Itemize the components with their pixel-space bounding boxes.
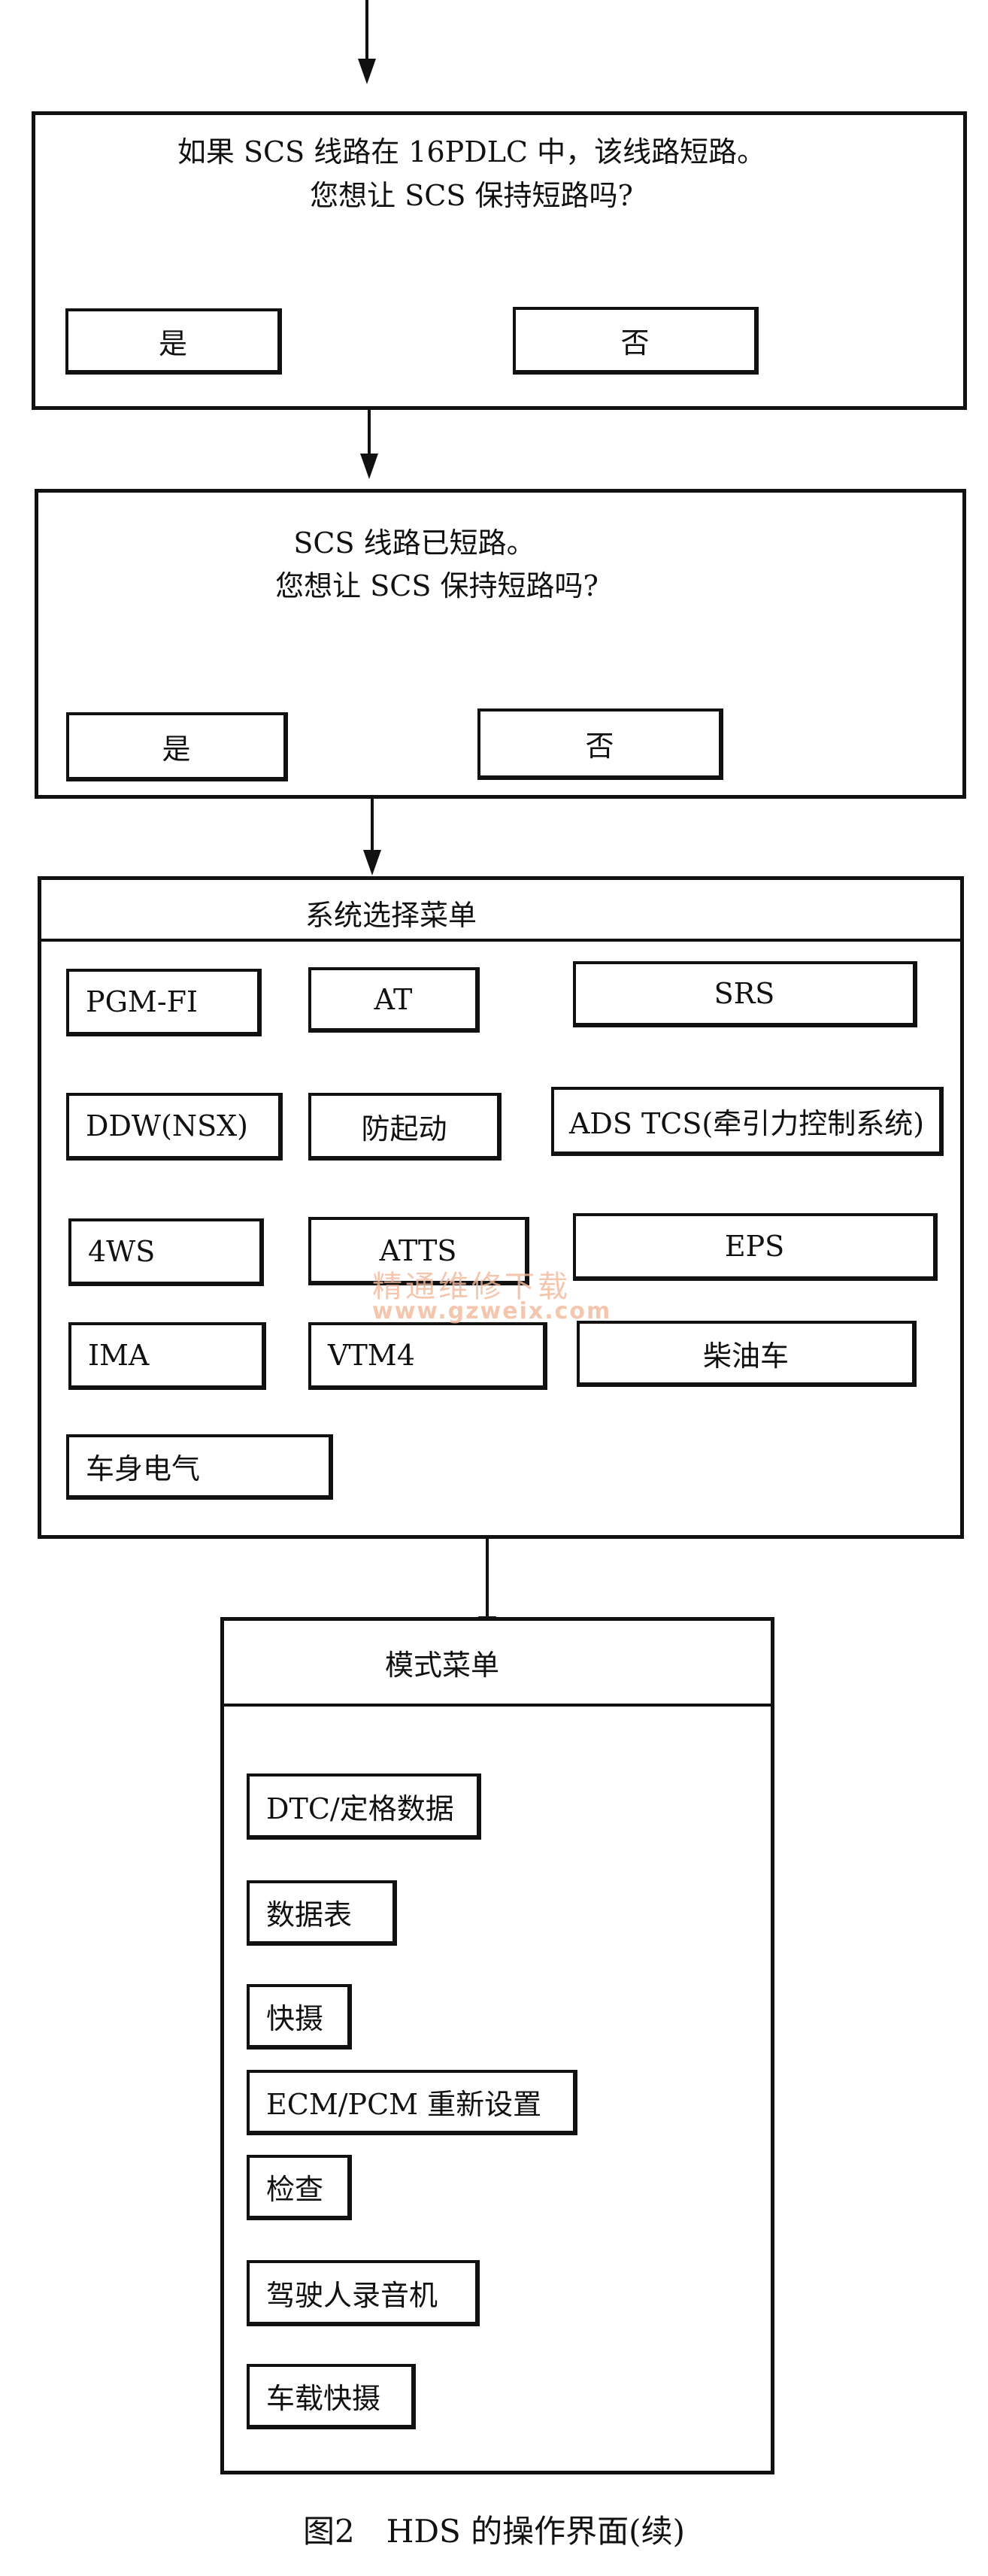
flow-arrow-1 — [368, 410, 371, 455]
system-item-4ws[interactable]: 4WS — [68, 1218, 264, 1286]
system-item-ads-tcs[interactable]: ADS TCS(牵引力控制系统) — [551, 1087, 944, 1156]
system-item-ima[interactable]: IMA — [68, 1322, 266, 1390]
mode-item-ecm-pcm-reset[interactable]: ECM/PCM 重新设置 — [247, 2070, 577, 2135]
system-item-srs[interactable]: SRS — [573, 961, 917, 1027]
system-item-ddw-nsx[interactable]: DDW(NSX) — [66, 1093, 283, 1161]
dialog1-line1: 如果 SCS 线路在 16PDLC 中，该线路短路。 — [177, 135, 766, 168]
dialog2-line1: SCS 线路已短路。 — [293, 526, 535, 560]
mode-menu-divider — [224, 1704, 771, 1707]
system-item-eps[interactable]: EPS — [573, 1213, 938, 1281]
flow-arrow-top — [365, 0, 368, 60]
flow-arrowhead-2 — [363, 850, 381, 875]
flow-arrow-3 — [486, 1539, 489, 1618]
mode-menu-title: 模式菜单 — [384, 1649, 499, 1682]
dialog1-no-button[interactable]: 否 — [513, 307, 759, 375]
mode-item-onboard-snapshot[interactable]: 车载快摄 — [247, 2364, 416, 2429]
figure-caption: 图2 HDS 的操作界面(续) — [303, 2513, 685, 2550]
system-item-at[interactable]: AT — [308, 967, 480, 1033]
mode-item-data-list[interactable]: 数据表 — [247, 1880, 397, 1946]
system-item-pgm-fi[interactable]: PGM-FI — [66, 969, 262, 1036]
system-item-vtm4[interactable]: VTM4 — [308, 1322, 547, 1390]
mode-menu: 模式菜单 DTC/定格数据 数据表 快摄 ECM/PCM 重新设置 检查 驾驶人… — [220, 1617, 774, 2474]
flow-arrow-2 — [371, 799, 374, 851]
flow-arrowhead-1 — [360, 454, 378, 479]
system-item-immobilizer[interactable]: 防起动 — [308, 1093, 502, 1161]
mode-item-snapshot[interactable]: 快摄 — [247, 1984, 352, 2050]
system-item-body-electrical[interactable]: 车身电气 — [66, 1434, 333, 1500]
watermark-url: www.gzweix.com — [372, 1298, 612, 1324]
system-menu-divider — [41, 939, 960, 942]
mode-item-inspection[interactable]: 检查 — [247, 2155, 352, 2220]
dialog-scs-short-prompt: 如果 SCS 线路在 16PDLC 中，该线路短路。 您想让 SCS 保持短路吗… — [32, 111, 967, 410]
dialog2-no-button[interactable]: 否 — [477, 708, 723, 780]
dialog1-yes-button[interactable]: 是 — [65, 308, 282, 375]
watermark-text: 精通维修下载 — [372, 1270, 571, 1304]
system-select-menu: 系统选择菜单 PGM-FI AT SRS DDW(NSX) 防起动 ADS TC… — [38, 876, 964, 1539]
dialog1-line2: 您想让 SCS 保持短路吗? — [310, 179, 633, 212]
dialog-scs-shorted: SCS 线路已短路。 您想让 SCS 保持短路吗? 是 否 — [35, 489, 966, 799]
flow-arrowhead-top — [358, 59, 376, 84]
system-item-atts[interactable]: ATTS — [308, 1217, 529, 1285]
mode-item-driver-recorder[interactable]: 驾驶人录音机 — [247, 2260, 480, 2326]
system-item-diesel[interactable]: 柴油车 — [577, 1321, 917, 1387]
system-menu-title: 系统选择菜单 — [305, 899, 477, 932]
dialog2-yes-button[interactable]: 是 — [66, 712, 288, 781]
mode-item-dtc-freeze-data[interactable]: DTC/定格数据 — [247, 1773, 481, 1840]
dialog2-line2: 您想让 SCS 保持短路吗? — [275, 569, 599, 602]
